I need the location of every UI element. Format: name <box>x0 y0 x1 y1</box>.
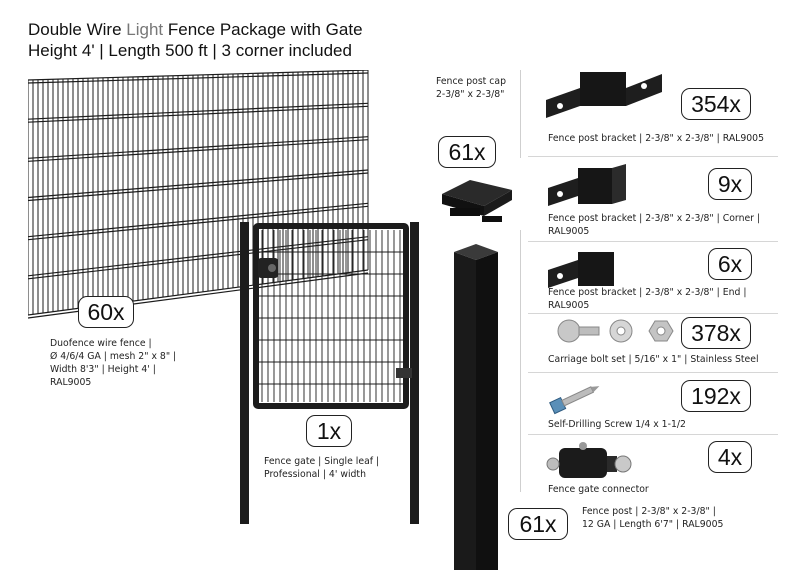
fence-label: Duofence wire fence | Ø 4/6/4 GA | mesh … <box>50 338 177 388</box>
screw-qty-badge: 192x <box>681 380 751 412</box>
cap-qty-badge: 61x <box>438 136 496 168</box>
divider-4 <box>528 372 778 373</box>
connector-label: Fence gate connector <box>548 484 649 495</box>
bracket-qty-badge: 354x <box>681 88 751 120</box>
package-title: Double Wire Light Fence Package with Gat… <box>28 20 363 39</box>
end-qty-badge: 6x <box>708 248 752 280</box>
bolt-qty-badge: 378x <box>681 317 751 349</box>
end-bracket-image <box>548 252 614 288</box>
screw-label: Self-Drilling Screw 1/4 x 1-1/2 <box>548 419 686 430</box>
gate-qty-badge: 1x <box>306 415 352 447</box>
corner-bracket-image <box>548 164 626 206</box>
gate-label: Fence gate | Single leaf | Professional … <box>264 456 380 480</box>
post-label: Fence post | 2-3/8" x 2-3/8" | 12 GA | L… <box>582 506 724 530</box>
wire-fence-panel-image <box>28 70 369 319</box>
cap-label: Fence post cap 2-3/8" x 2-3/8" <box>436 76 506 100</box>
package-subtitle: Height 4' | Length 500 ft | 3 corner inc… <box>28 41 352 60</box>
post-cap-image <box>442 180 512 222</box>
bracket-label: Fence post bracket | 2-3/8" x 2-3/8" | R… <box>548 133 765 144</box>
corner-qty-badge: 9x <box>708 168 752 200</box>
connector-qty-badge: 4x <box>708 441 752 473</box>
post-bracket-image <box>546 72 662 118</box>
divider-vertical-right <box>520 230 521 492</box>
carriage-bolt-set-image <box>557 319 674 343</box>
divider-5 <box>528 434 778 435</box>
divider-1 <box>528 156 778 157</box>
divider-2 <box>528 241 778 242</box>
self-drilling-screw-image <box>549 386 600 415</box>
bolt-label: Carriage bolt set | 5/16" x 1" | Stainle… <box>548 354 759 365</box>
fence-post-image <box>454 244 498 570</box>
gate-connector-image <box>546 442 632 478</box>
end-label: Fence post bracket | 2-3/8" x 2-3/8" | E… <box>548 287 747 311</box>
fence-gate-image <box>240 222 419 524</box>
post-qty-badge: 61x <box>508 508 568 540</box>
divider-vertical-left <box>520 70 521 158</box>
divider-3 <box>528 313 778 314</box>
fence-qty-badge: 60x <box>78 296 134 328</box>
corner-label: Fence post bracket | 2-3/8" x 2-3/8" | C… <box>548 213 761 237</box>
